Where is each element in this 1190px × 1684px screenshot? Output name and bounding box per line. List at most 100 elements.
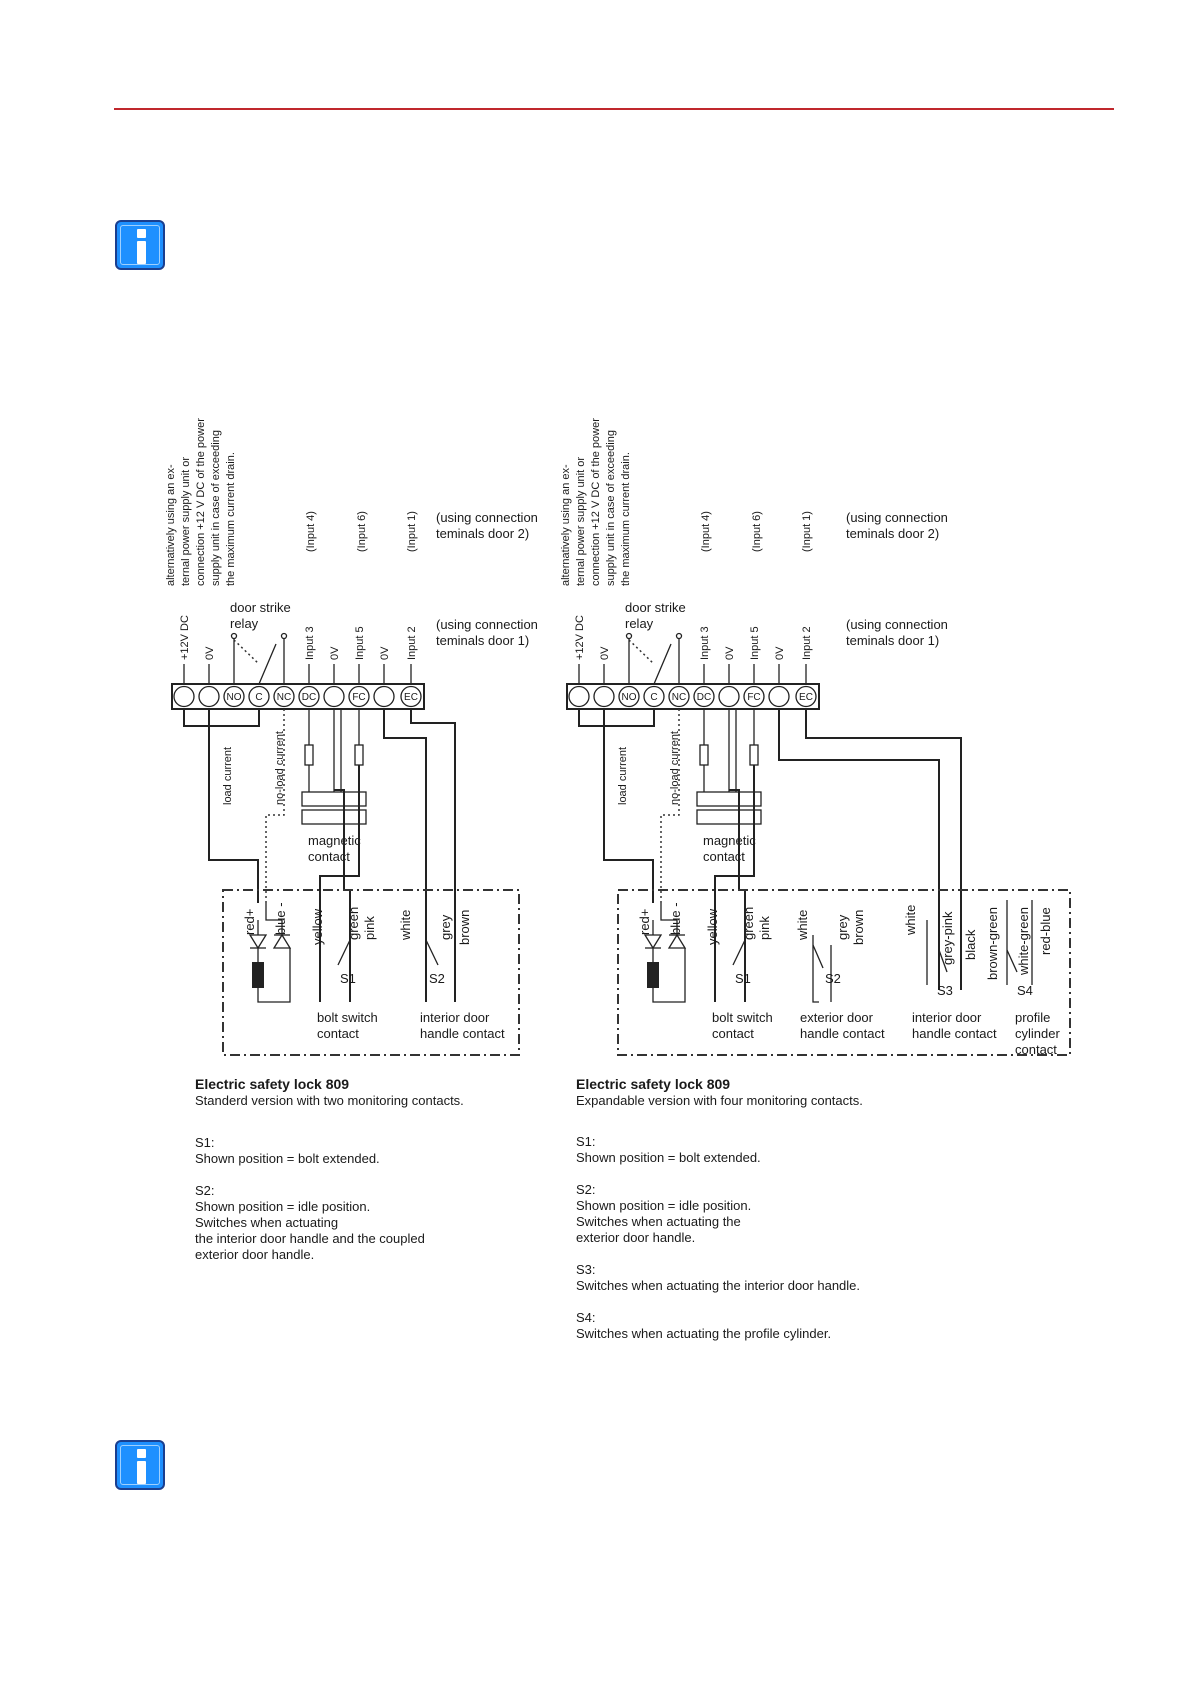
input3-label: Input 3 (699, 626, 711, 660)
supply-note-line: alternatively using an ex- (165, 464, 177, 586)
0v-label: 0V (774, 646, 786, 660)
right-note: S3: (576, 1262, 596, 1277)
supply-note-line: supply unit in case of exceeding (210, 430, 222, 586)
right-note: S2: (576, 1182, 596, 1197)
load-current-label: load current (222, 747, 234, 805)
left-subtitle: Standerd version with two monitoring con… (195, 1093, 464, 1108)
terminal-label: DC (302, 692, 316, 703)
0v-label: 0V (379, 646, 391, 660)
wire-grey-label: grey (835, 914, 850, 940)
supply-note-line: alternatively using an ex- (560, 464, 572, 586)
exterior-handle-label: exterior door (800, 1010, 874, 1025)
wire-pink-label: pink (362, 916, 377, 940)
wire-grey-pink-label: grey-pink (940, 911, 955, 965)
terminal-label: EC (404, 692, 418, 703)
left-note: Shown position = bolt extended. (195, 1151, 380, 1166)
bolt-switch-label: contact (317, 1026, 359, 1041)
door2-note: (using connection (436, 510, 538, 525)
s2-label: S2 (429, 971, 445, 986)
door1-note: (using connection (436, 617, 538, 632)
magnetic-contact-label: magnetic (308, 833, 361, 848)
input5-label: Input 5 (749, 626, 761, 660)
terminal-label: NO (227, 692, 242, 703)
wire-white-label: white (795, 910, 810, 941)
door1-note: teminals door 1) (846, 633, 939, 648)
wire-yellow-label: yellow (310, 908, 325, 945)
door-strike-label: relay (230, 616, 259, 631)
wire-yellow-label: yellow (705, 908, 720, 945)
right-subtitle: Expandable version with four monitoring … (576, 1093, 863, 1108)
wire-white-label: white (398, 910, 413, 941)
interior-handle-label: handle contact (420, 1026, 505, 1041)
terminal-label: FC (352, 692, 365, 703)
right-note: Shown position = bolt extended. (576, 1150, 761, 1165)
input1-label: (Input 1) (801, 511, 813, 552)
0v-label: 0V (599, 646, 611, 660)
wire-brown-green-label: brown-green (985, 907, 1000, 980)
door2-note: (using connection (846, 510, 948, 525)
door1-note: (using connection (846, 617, 948, 632)
supply-note-line: connection +12 V DC of the power (590, 418, 602, 586)
left-note: exterior door handle. (195, 1247, 314, 1262)
terminal-label: NC (277, 692, 291, 703)
input1-label: (Input 1) (406, 511, 418, 552)
input2-label: Input 2 (801, 626, 813, 660)
input5-label: Input 5 (354, 626, 366, 660)
terminal-block-right: NO C NC DC FC EC (568, 685, 817, 708)
s4-label: S4 (1017, 983, 1033, 998)
load-current-label: load current (617, 747, 629, 805)
12v-label: +12V DC (179, 615, 191, 660)
input2-label: Input 2 (406, 626, 418, 660)
door-strike-label: door strike (230, 600, 291, 615)
supply-note-line: connection +12 V DC of the power (195, 418, 207, 586)
0v-label: 0V (204, 646, 216, 660)
right-note: exterior door handle. (576, 1230, 695, 1245)
door-strike-label: door strike (625, 600, 686, 615)
profile-cylinder-label: cylinder (1015, 1026, 1060, 1041)
exterior-handle-label: handle contact (800, 1026, 885, 1041)
supply-note-line: ternal power supply unit or (575, 457, 587, 586)
right-note: Switches when actuating the profile cyli… (576, 1326, 831, 1341)
terminal-label: C (650, 692, 657, 703)
no-load-current-label: no-load current (274, 731, 286, 805)
interior-handle-label: interior door (420, 1010, 490, 1025)
no-load-current-label: no-load current (669, 731, 681, 805)
wire-grey-label: grey (438, 914, 453, 940)
supply-note-line: supply unit in case of exceeding (605, 430, 617, 586)
wire-red-blue-label: red-blue (1038, 907, 1053, 955)
magnetic-contact-label: magnetic (703, 833, 756, 848)
wire-green-label: green (346, 907, 361, 940)
right-note: Shown position = idle position. (576, 1198, 751, 1213)
right-note: Switches when actuating the (576, 1214, 741, 1229)
terminal-block-left: NO C NC DC FC EC (173, 685, 422, 708)
input4-label: (Input 4) (700, 511, 712, 552)
wire-brown-label: brown (851, 910, 866, 945)
wire-white-green-label: white-green (1016, 907, 1031, 976)
header-rule (114, 108, 1114, 110)
wiring-diagram-expandable: alternatively using an ex- ternal power … (560, 418, 1071, 1057)
0v-label: 0V (329, 646, 341, 660)
left-note: Shown position = idle position. (195, 1199, 370, 1214)
supply-note-line: ternal power supply unit or (180, 457, 192, 586)
terminal-label: EC (799, 692, 813, 703)
door2-note: teminals door 2) (436, 526, 529, 541)
wire-black-label: black (963, 929, 978, 960)
magnetic-contact-label: contact (703, 849, 745, 864)
right-note: S1: (576, 1134, 596, 1149)
left-title: Electric safety lock 809 (195, 1076, 349, 1092)
input6-label: (Input 6) (751, 511, 763, 552)
wiring-diagram-standard: alternatively using an ex- ternal power … (165, 418, 538, 1056)
wire-white-label: white (903, 905, 918, 936)
left-note: the interior door handle and the coupled (195, 1231, 425, 1246)
wire-green-label: green (741, 907, 756, 940)
left-note: S2: (195, 1183, 215, 1198)
terminal-label: C (255, 692, 262, 703)
wire-blue-label: blue - (273, 902, 288, 935)
supply-note-line: the maximum current drain. (620, 452, 632, 586)
input6-label: (Input 6) (356, 511, 368, 552)
right-note: Switches when actuating the interior doo… (576, 1278, 860, 1293)
bolt-switch-label: bolt switch (317, 1010, 378, 1025)
wire-red-label: red+ (242, 909, 257, 935)
terminal-label: FC (747, 692, 760, 703)
